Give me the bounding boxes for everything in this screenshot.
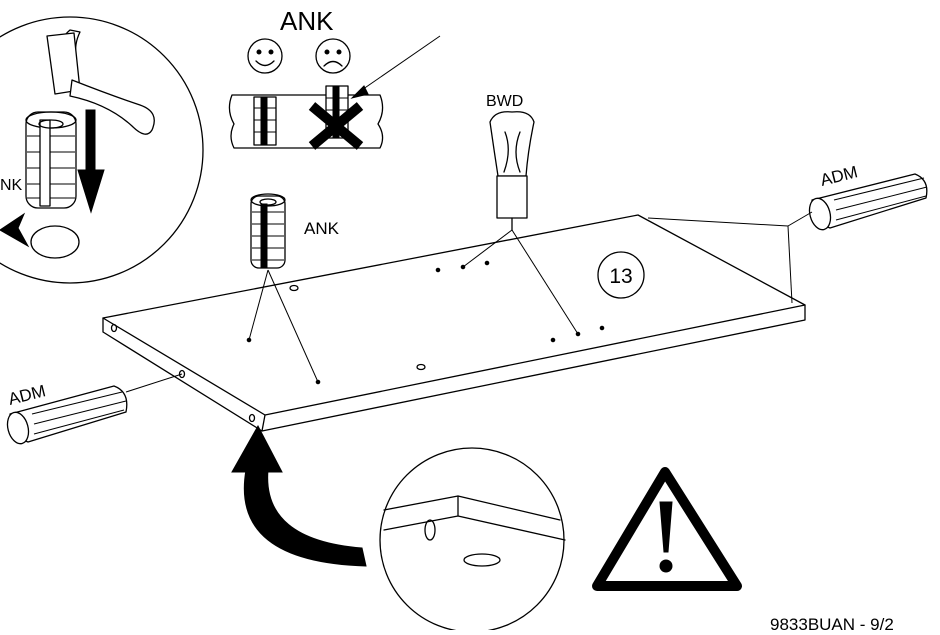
smiley-face-icon [247, 38, 283, 74]
adm-right-part: ADM [647, 162, 928, 304]
ank-label: ANK [304, 219, 340, 238]
ank-correct-insert [253, 96, 277, 146]
hammer-icon [46, 29, 155, 135]
bwd-part: BWD [462, 93, 579, 335]
adm-left-label: ADM [6, 381, 47, 409]
cross-mark-icon [308, 102, 364, 150]
step-number-badge: 13 [597, 251, 645, 299]
curved-arrow-icon [231, 424, 367, 567]
ank-dowel: ANK [248, 193, 340, 383]
pointer-arrow-icon [0, 212, 30, 248]
ank-title-label: ANK [280, 6, 334, 36]
edge-detail-inset [379, 447, 566, 633]
footer-code: 9833BUAN - 9/2 [770, 615, 894, 630]
step-number: 13 [609, 265, 632, 288]
ank-inset-label: NK [0, 177, 23, 194]
ank-dowel-inset [25, 111, 77, 209]
down-arrow-icon [77, 109, 105, 214]
shelf-panel: 13 [102, 214, 806, 432]
adm-right-label: ADM [818, 162, 859, 190]
adm-left-part: ADM [6, 373, 183, 445]
bwd-label: BWD [486, 93, 523, 110]
ank-incorrect-insert [308, 85, 364, 150]
hammer-inset: NK [0, 16, 204, 284]
hole-ellipse [30, 225, 80, 259]
warning-triangle-icon [592, 467, 742, 591]
frowning-face-icon [315, 38, 351, 74]
ank-comparison: ANK [228, 6, 441, 150]
